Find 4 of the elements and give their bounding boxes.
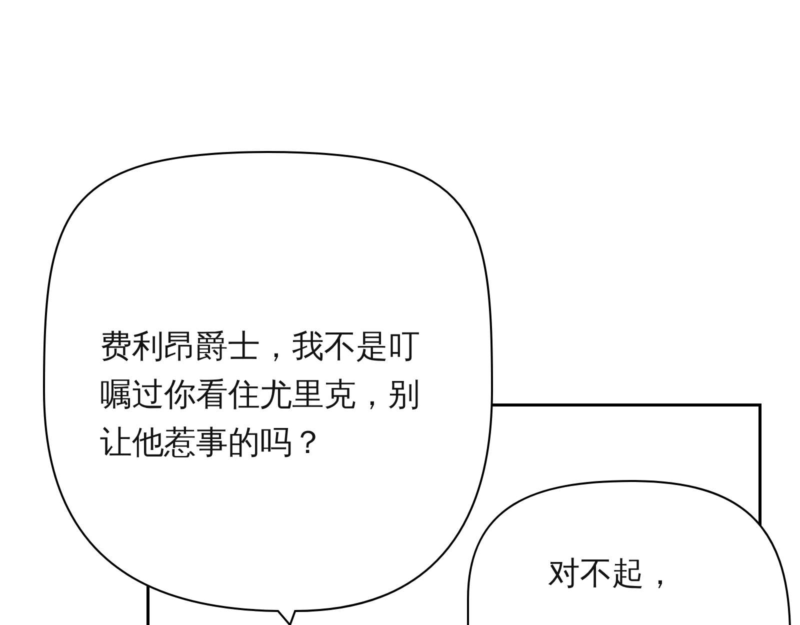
speech-bubble	[42, 150, 494, 625]
dialogue-text: 对不起，	[548, 553, 677, 594]
dialogue-text: 费利昂爵士，我不是叮嘱过你看住尤里克，别让他惹事的吗？	[100, 326, 421, 463]
speech-bubble	[466, 479, 792, 625]
